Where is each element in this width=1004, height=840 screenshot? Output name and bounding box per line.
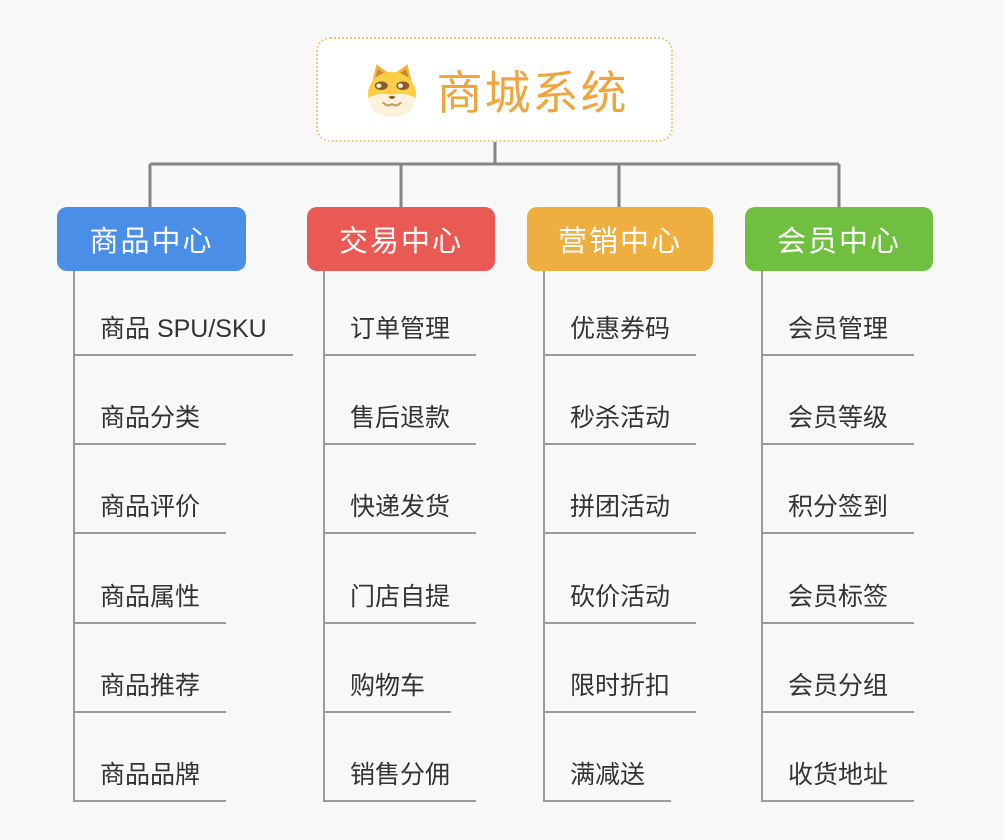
leaf-node[interactable]: 销售分佣 [323, 755, 477, 802]
leaf-node[interactable]: 优惠券码 [543, 309, 697, 356]
leaf-node[interactable]: 商品 SPU/SKU [73, 309, 293, 356]
leaf-node[interactable]: 秒杀活动 [543, 398, 697, 445]
branch-trunk-line [543, 271, 545, 802]
branch-trunk-line [761, 271, 763, 802]
leaf-node[interactable]: 会员管理 [761, 309, 915, 356]
leaf-node[interactable]: 商品分类 [73, 398, 227, 445]
leaf-node[interactable]: 购物车 [323, 666, 452, 713]
doge-icon [361, 61, 423, 119]
leaf-node[interactable]: 限时折扣 [543, 666, 697, 713]
branch-trunk-line [323, 271, 325, 802]
root-title: 商城系统 [436, 66, 629, 119]
leaf-node[interactable]: 会员标签 [761, 577, 915, 624]
leaf-node[interactable]: 满减送 [543, 755, 672, 802]
leaf-node[interactable]: 积分签到 [761, 487, 915, 534]
leaf-node[interactable]: 会员分组 [761, 666, 915, 713]
branch-trunk-line [73, 271, 75, 802]
leaf-node[interactable]: 商品推荐 [73, 666, 227, 713]
branch-node[interactable]: 交易中心 [307, 207, 495, 271]
leaf-node[interactable]: 会员等级 [761, 398, 915, 445]
leaf-node[interactable]: 商品属性 [73, 577, 227, 624]
leaf-node[interactable]: 砍价活动 [543, 577, 697, 624]
leaf-node[interactable]: 快递发货 [323, 487, 477, 534]
leaf-node[interactable]: 商品评价 [73, 487, 227, 534]
branch-node[interactable]: 商品中心 [57, 207, 246, 271]
leaf-node[interactable]: 订单管理 [323, 309, 477, 356]
leaf-node[interactable]: 门店自提 [323, 577, 477, 624]
leaf-node[interactable]: 拼团活动 [543, 487, 697, 534]
leaf-node[interactable]: 售后退款 [323, 398, 477, 445]
branch-node[interactable]: 会员中心 [745, 207, 933, 271]
leaf-node[interactable]: 收货地址 [761, 755, 915, 802]
leaf-node[interactable]: 商品品牌 [73, 755, 227, 802]
branch-node[interactable]: 营销中心 [527, 207, 713, 271]
root-node[interactable]: 商城系统 [316, 37, 673, 142]
